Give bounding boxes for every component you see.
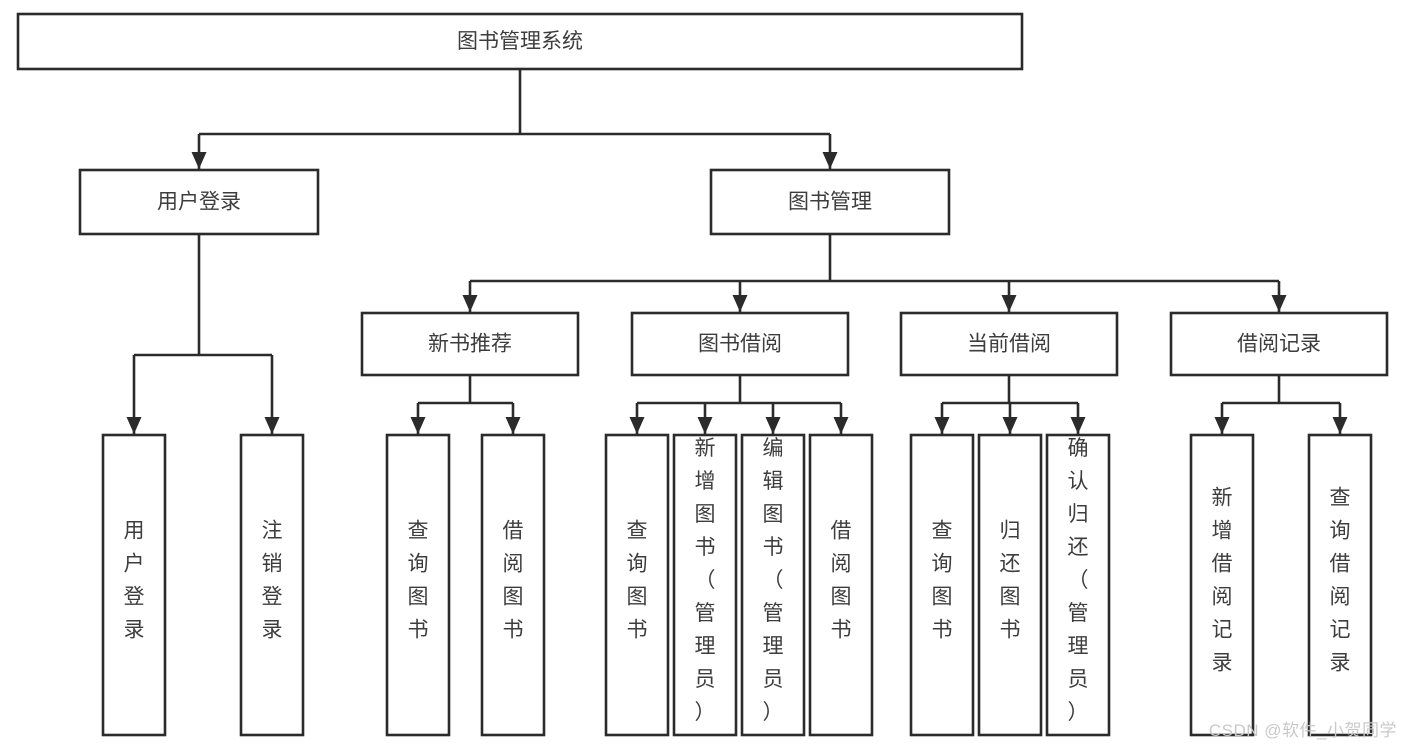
node-box [1169,311,1389,377]
node-label: 当前借阅 [967,333,1051,356]
node-box [480,433,546,737]
node-borrowbook2[interactable]: 借阅图书 [808,433,874,737]
arrow-head-icon [126,417,142,434]
connector-layer [126,69,1348,434]
arrow-head-icon [732,295,748,312]
arrow-head-icon [191,152,207,169]
node-login[interactable]: 用户登录 [78,168,320,236]
node-label: 图书借阅 [698,333,782,356]
node-box [101,433,167,737]
node-label: 新增图书（管理员） [695,437,716,724]
arrow-head-icon [1001,295,1017,312]
node-box [1189,433,1255,737]
node-borrowbook1[interactable]: 借阅图书 [480,433,546,737]
node-box [604,433,670,737]
edge-group-borrow [629,375,849,434]
node-box [709,168,951,236]
node-addbook[interactable]: 新增图书（管理员） [672,433,738,737]
node-label: 借阅记录 [1237,333,1321,356]
node-addrecord[interactable]: 新增借阅记录 [1189,433,1255,737]
node-borrow[interactable]: 图书借阅 [630,311,850,377]
node-box [808,433,874,737]
node-box [239,433,305,737]
node-root[interactable]: 图书管理系统 [16,12,1024,71]
node-label: 借阅图书 [831,520,852,642]
node-userlogin[interactable]: 用户登录 [101,433,167,737]
edge-group-login [126,234,280,434]
arrow-head-icon [833,417,849,434]
node-label: 注销登录 [262,520,283,642]
node-bookmgmt[interactable]: 图书管理 [709,168,951,236]
node-current[interactable]: 当前借阅 [899,311,1119,377]
edge-group-root [191,69,838,169]
node-label: 查询图书 [932,520,953,642]
arrow-head-icon [934,417,950,434]
node-querybook2[interactable]: 查询图书 [604,433,670,737]
node-box [1045,433,1111,737]
node-label: 查询图书 [627,520,648,642]
node-box [360,311,580,377]
arrow-head-icon [462,295,478,312]
arrow-head-icon [1332,417,1348,434]
node-label: 用户登录 [157,191,241,214]
node-editbook[interactable]: 编辑图书（管理员） [740,433,806,737]
node-box [385,433,451,737]
node-userlogout[interactable]: 注销登录 [239,433,305,737]
node-label: 归还图书 [1000,520,1021,642]
edge-group-records [1214,375,1348,434]
node-box [899,311,1119,377]
node-returnbook[interactable]: 归还图书 [977,433,1043,737]
node-label: 确认归还（管理员） [1068,437,1089,724]
arrow-head-icon [1271,295,1287,312]
node-querybook1[interactable]: 查询图书 [385,433,451,737]
node-box [740,433,806,737]
node-label: 用户登录 [124,520,145,642]
arrow-head-icon [410,417,426,434]
arrow-head-icon [1002,417,1018,434]
edge-group-newbook [410,375,521,434]
node-label: 图书管理系统 [457,30,583,53]
arrow-head-icon [264,417,280,434]
node-box [1307,433,1373,737]
edge-group-current [934,375,1086,434]
node-querybook3[interactable]: 查询图书 [909,433,975,737]
node-layer: 图书管理系统用户登录图书管理新书推荐图书借阅当前借阅借阅记录用户登录注销登录查询… [16,12,1389,737]
node-box [977,433,1043,737]
arrow-head-icon [765,417,781,434]
node-label: 编辑图书（管理员） [763,437,784,724]
node-box [630,311,850,377]
node-queryrecord[interactable]: 查询借阅记录 [1307,433,1373,737]
node-box [909,433,975,737]
node-label: 新书推荐 [428,333,512,356]
node-newbook[interactable]: 新书推荐 [360,311,580,377]
node-box [672,433,738,737]
node-label: 图书管理 [788,191,872,214]
node-label: 查询借阅记录 [1330,487,1351,675]
arrow-head-icon [505,417,521,434]
node-box [78,168,320,236]
arrow-head-icon [1070,417,1086,434]
node-confirmret[interactable]: 确认归还（管理员） [1045,433,1111,737]
node-box [16,12,1024,71]
node-label: 借阅图书 [503,520,524,642]
arrow-head-icon [629,417,645,434]
arrow-head-icon [822,152,838,169]
arrow-head-icon [1214,417,1230,434]
arrow-head-icon [697,417,713,434]
node-label: 新增借阅记录 [1212,487,1233,675]
node-label: 查询图书 [408,520,429,642]
edge-group-bookmgmt [462,234,1287,312]
node-records[interactable]: 借阅记录 [1169,311,1389,377]
